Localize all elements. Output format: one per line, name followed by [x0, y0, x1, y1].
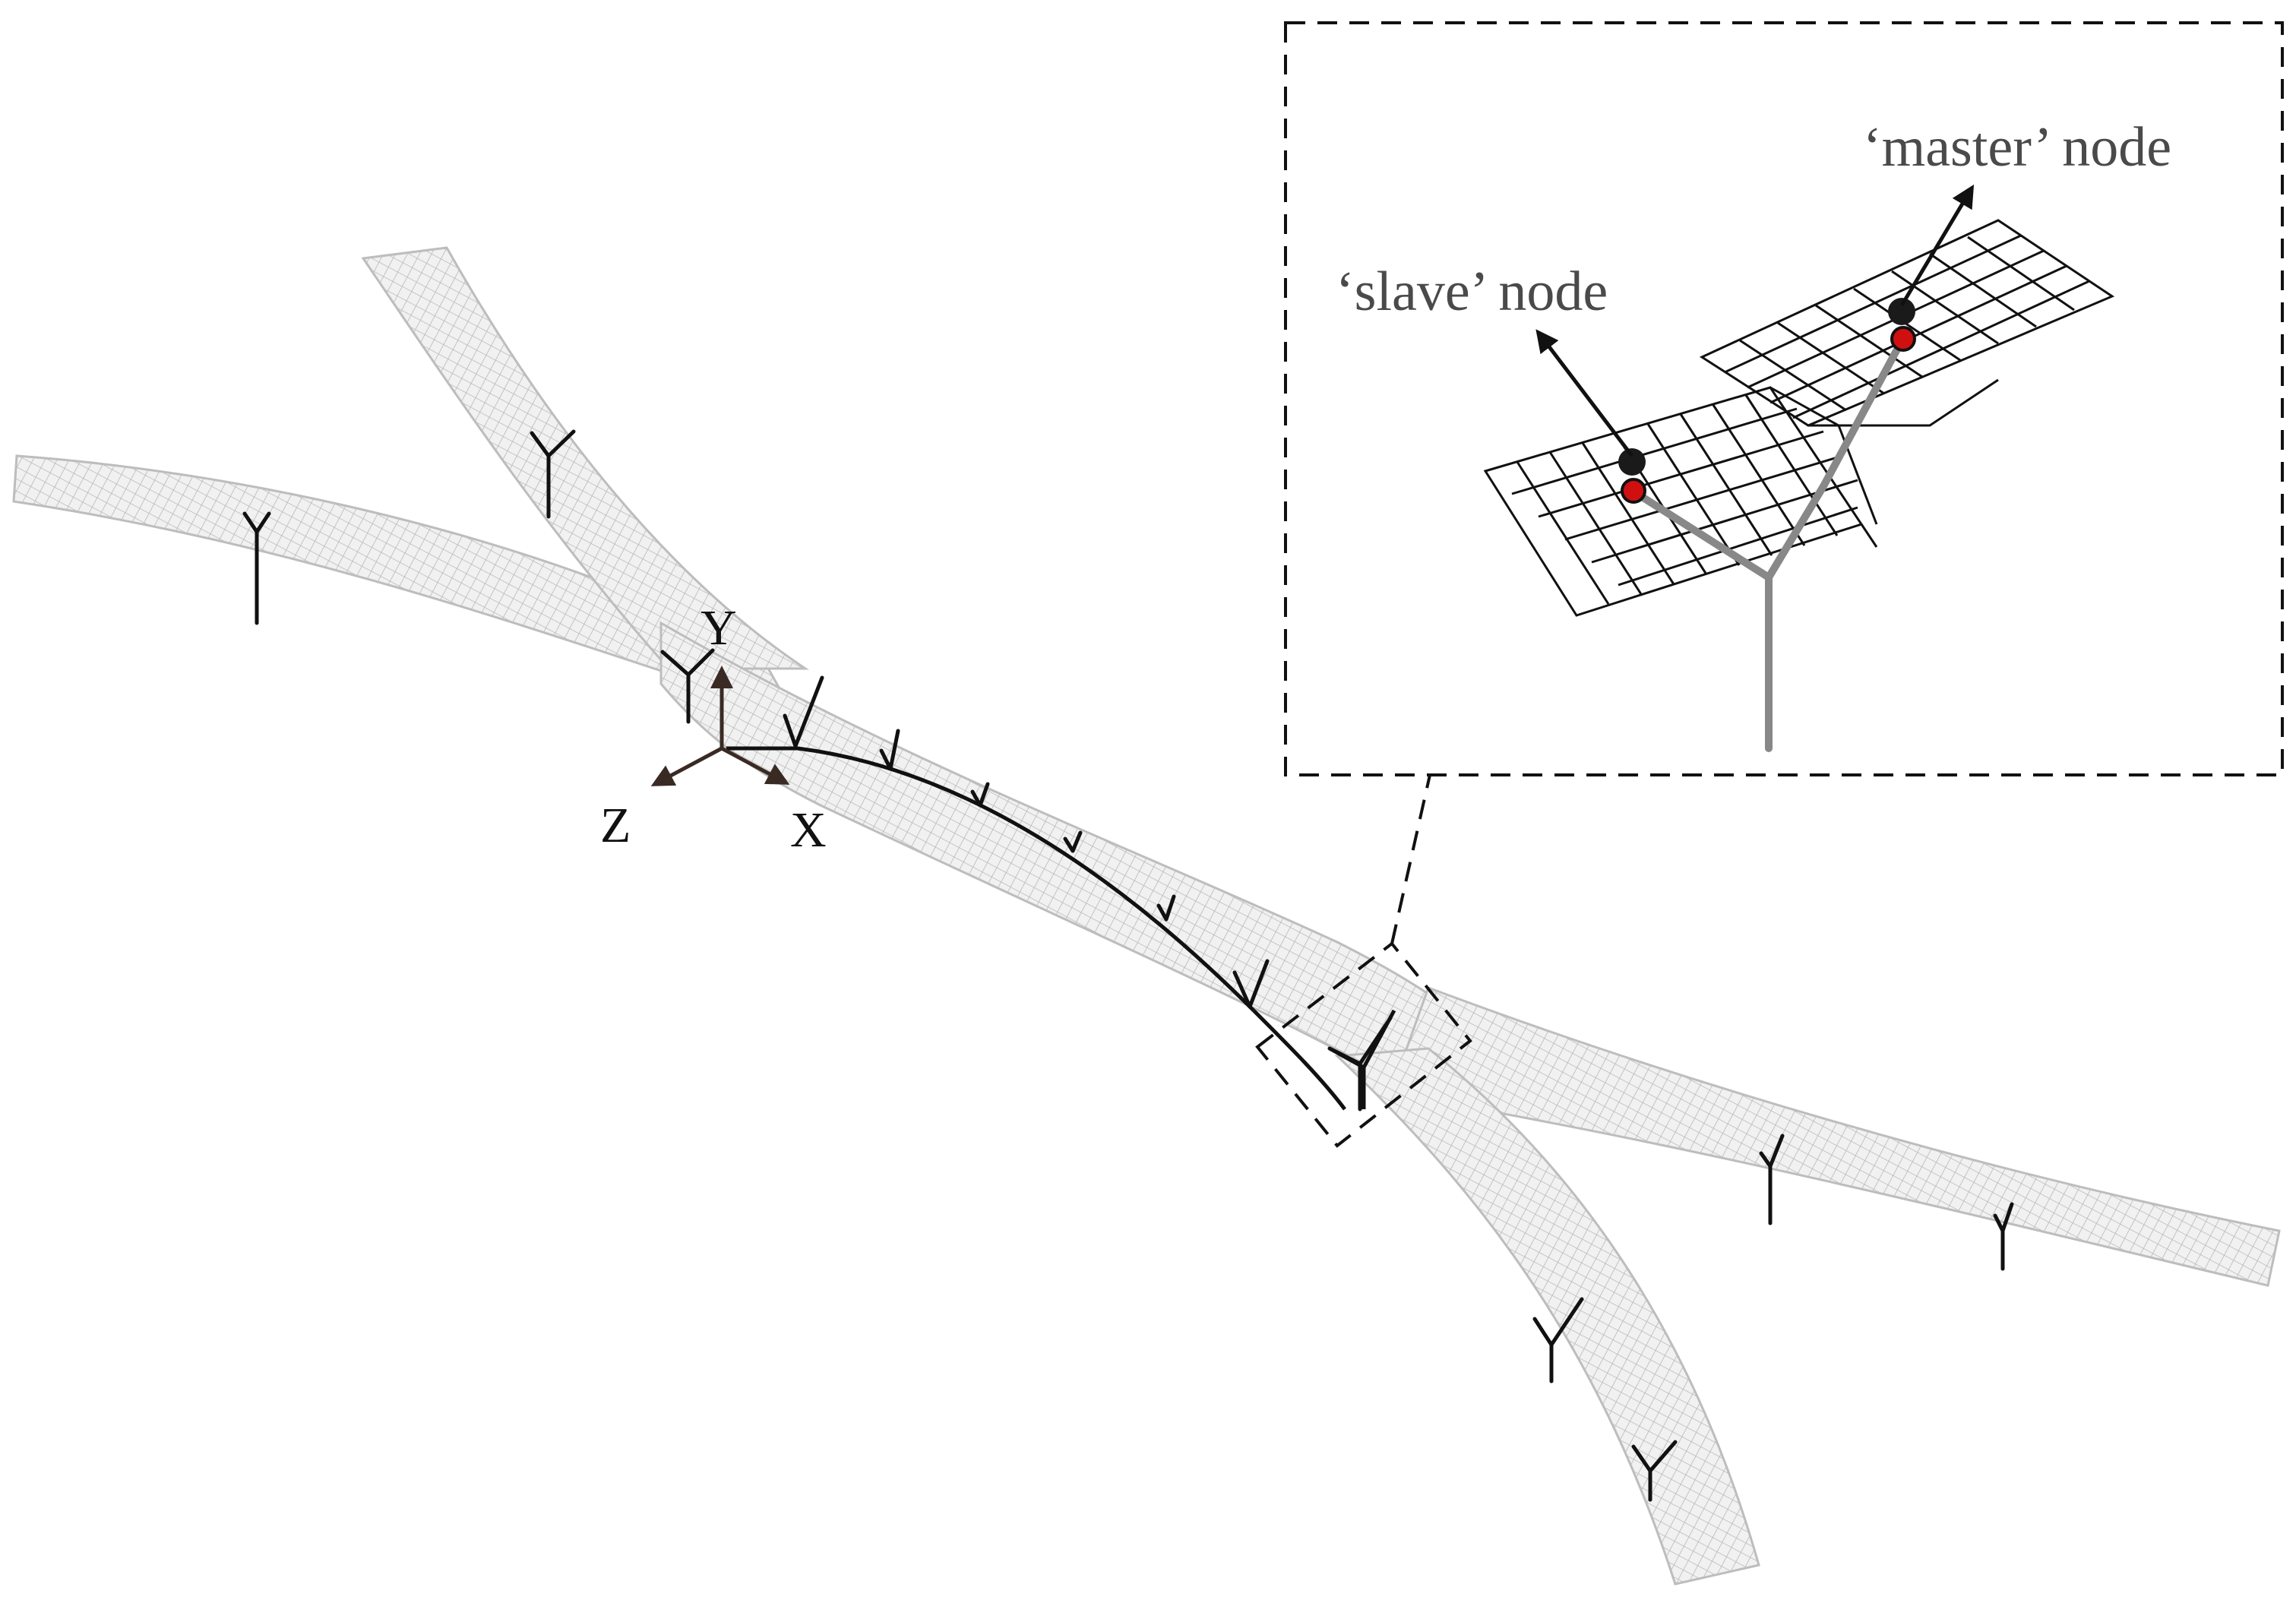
inset-nodes	[1618, 298, 1916, 504]
stiffener-y-6	[970, 782, 990, 808]
stiffener-symbols	[242, 429, 2014, 1502]
inset-border	[1284, 21, 2284, 776]
stiffener-y-3	[660, 648, 715, 724]
master-node-arrow	[1899, 184, 1975, 307]
master-node-black	[1888, 298, 1915, 325]
zoom-leader-line	[1390, 774, 1431, 944]
stiffener-y-7	[1063, 830, 1083, 853]
axis-y-label: Y	[701, 600, 737, 656]
axis-x-arrow	[720, 746, 790, 785]
stiffener-y-8	[1156, 894, 1176, 922]
axis-x-label: X	[790, 802, 827, 858]
stiffener-y-zoomed	[1328, 1009, 1396, 1109]
shell-branch-top	[361, 246, 809, 670]
shell-branch-bottom	[1334, 1047, 1760, 1586]
stiffener-y-5	[879, 729, 900, 771]
slave-node-black	[1618, 448, 1646, 476]
beam-line	[726, 746, 1255, 1012]
slave-node-arrow	[1535, 329, 1633, 457]
stiffener-y-11	[1759, 1134, 1785, 1225]
stiffener-y-13	[1532, 1297, 1584, 1384]
beam-branch-bottom	[1252, 1009, 1346, 1111]
axis-z-arrow	[650, 746, 723, 786]
detail-inset: ‘slave’ node ‘master’ node	[1284, 21, 2284, 776]
axis-z-label: Z	[600, 798, 631, 853]
zoom-region	[1255, 774, 1472, 1148]
stiffener-y-12	[1993, 1202, 2014, 1271]
slave-node-label: ‘slave’ node	[1336, 261, 1608, 323]
stiffener-y-2	[530, 429, 576, 519]
inset-stiffener	[1633, 334, 1907, 752]
stiffener-y-4	[783, 675, 824, 748]
master-node-red	[1890, 326, 1916, 352]
stiffener-y-1	[242, 511, 271, 625]
zoom-region-box	[1255, 941, 1472, 1148]
shell-mesh-group	[12, 246, 2281, 1586]
stiffener-y-14	[1631, 1440, 1678, 1502]
coordinate-axes: Y Z X	[600, 600, 827, 858]
beam-line-group	[726, 746, 1346, 1111]
master-node-label: ‘master’ node	[1863, 116, 2171, 179]
slave-node-red	[1621, 478, 1646, 504]
shell-branch-right	[1388, 986, 2281, 1287]
stiffener-y-9	[1232, 959, 1270, 1009]
